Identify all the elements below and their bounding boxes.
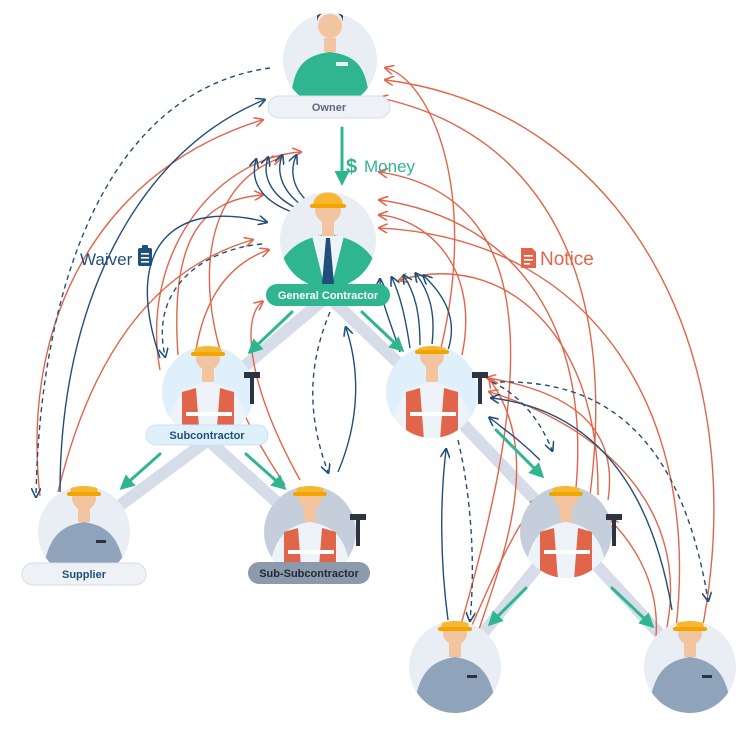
supplier-bottom-left-node[interactable] <box>409 616 501 716</box>
sub-subcontractor-right-avatar <box>524 486 608 578</box>
waiver-arrow <box>266 158 297 209</box>
tree-connectors <box>78 290 696 673</box>
notice-arrow <box>386 80 715 641</box>
subcontractor-right-node[interactable] <box>386 339 488 441</box>
supplier-bottom-right-avatar <box>648 621 732 713</box>
subcontractor-right-avatar <box>390 346 474 438</box>
waiver-arrow <box>416 274 434 345</box>
waiver-arrow <box>312 311 330 472</box>
waiver-arrow <box>392 278 411 349</box>
notice-arrow <box>208 158 286 486</box>
waiver-arrow <box>491 381 552 450</box>
sub-subcontractor-label: Sub-Subcontractor <box>259 568 359 580</box>
gc-label: General Contractor <box>278 290 379 302</box>
money-arrow <box>244 452 287 490</box>
supplier-node[interactable]: Supplier <box>21 481 147 586</box>
notice-arrow <box>57 240 252 493</box>
notice-arrow <box>176 195 262 356</box>
dollar-icon: $ <box>346 156 357 178</box>
notice-legend: Notice <box>521 248 594 270</box>
subcontractor-label: Subcontractor <box>169 430 245 442</box>
waiver-arrow <box>162 243 263 356</box>
waiver-arrow <box>59 100 264 493</box>
hammer-icon <box>606 514 622 546</box>
money-arrows <box>119 126 655 629</box>
notice-label: Notice <box>540 249 594 270</box>
waiver-arrow <box>457 439 472 620</box>
document-icon <box>521 248 536 268</box>
sub-subcontractor-right-node[interactable] <box>520 481 622 581</box>
waiver-arrow <box>492 398 673 611</box>
waiver-arrow <box>293 156 307 201</box>
supplier-pill <box>21 562 147 586</box>
notice-arrows <box>36 68 715 641</box>
hammer-icon <box>350 514 366 546</box>
waiver-arrow <box>499 381 708 600</box>
subcontractor-node[interactable]: Subcontractor <box>145 341 269 446</box>
supplier-label: Supplier <box>62 569 107 581</box>
money-arrow <box>247 310 294 355</box>
money-arrow <box>610 586 655 629</box>
money-legend: $ Money <box>346 156 416 178</box>
sub-subcontractor-pill <box>248 562 370 584</box>
waiver-label: Waiver <box>80 250 133 269</box>
notice-arrow <box>380 228 681 629</box>
sub-subcontractor-node[interactable]: Sub-Subcontractor <box>248 481 370 585</box>
owner-pill <box>267 95 391 119</box>
owner-label: Owner <box>312 102 347 114</box>
waiver-arrow <box>146 216 266 359</box>
notice-arrow <box>477 380 518 633</box>
notice-arrow <box>400 274 599 496</box>
money-label: Money <box>364 157 416 176</box>
hammer-icon <box>244 372 260 404</box>
waiver-arrow <box>337 328 357 473</box>
waiver-arrow <box>280 156 301 205</box>
subcontractor-pill <box>145 424 269 446</box>
notice-arrow <box>380 200 579 489</box>
notice-arrow <box>386 68 456 353</box>
waiver-arrow <box>404 276 421 346</box>
waiver-arrow <box>424 276 453 351</box>
notice-arrow <box>250 302 301 481</box>
notice-arrow <box>488 378 611 501</box>
gc-pill <box>266 284 390 306</box>
notice-arrow <box>610 520 658 637</box>
notice-arrow <box>380 172 512 629</box>
money-arrow <box>119 452 162 490</box>
money-arrow <box>487 586 528 627</box>
notice-arrow <box>380 215 467 356</box>
supplier-bottom-right-node[interactable] <box>644 616 736 716</box>
money-arrow <box>360 310 405 353</box>
supplier-bottom-left-avatar <box>413 621 497 713</box>
notice-arrow <box>36 120 262 497</box>
waiver-arrow <box>490 418 541 461</box>
waiver-arrow <box>442 450 448 621</box>
notice-arrow <box>380 98 597 496</box>
waiver-arrows <box>36 67 708 621</box>
waiver-legend: Waiver <box>80 245 152 269</box>
waiver-arrow <box>254 160 293 213</box>
waiver-arrow <box>36 67 271 496</box>
clipboard-icon <box>138 245 152 266</box>
money-arrow <box>494 428 545 479</box>
owner-node[interactable]: Owner <box>267 12 391 119</box>
hammer-icon <box>472 372 488 404</box>
notice-arrow <box>195 250 268 351</box>
